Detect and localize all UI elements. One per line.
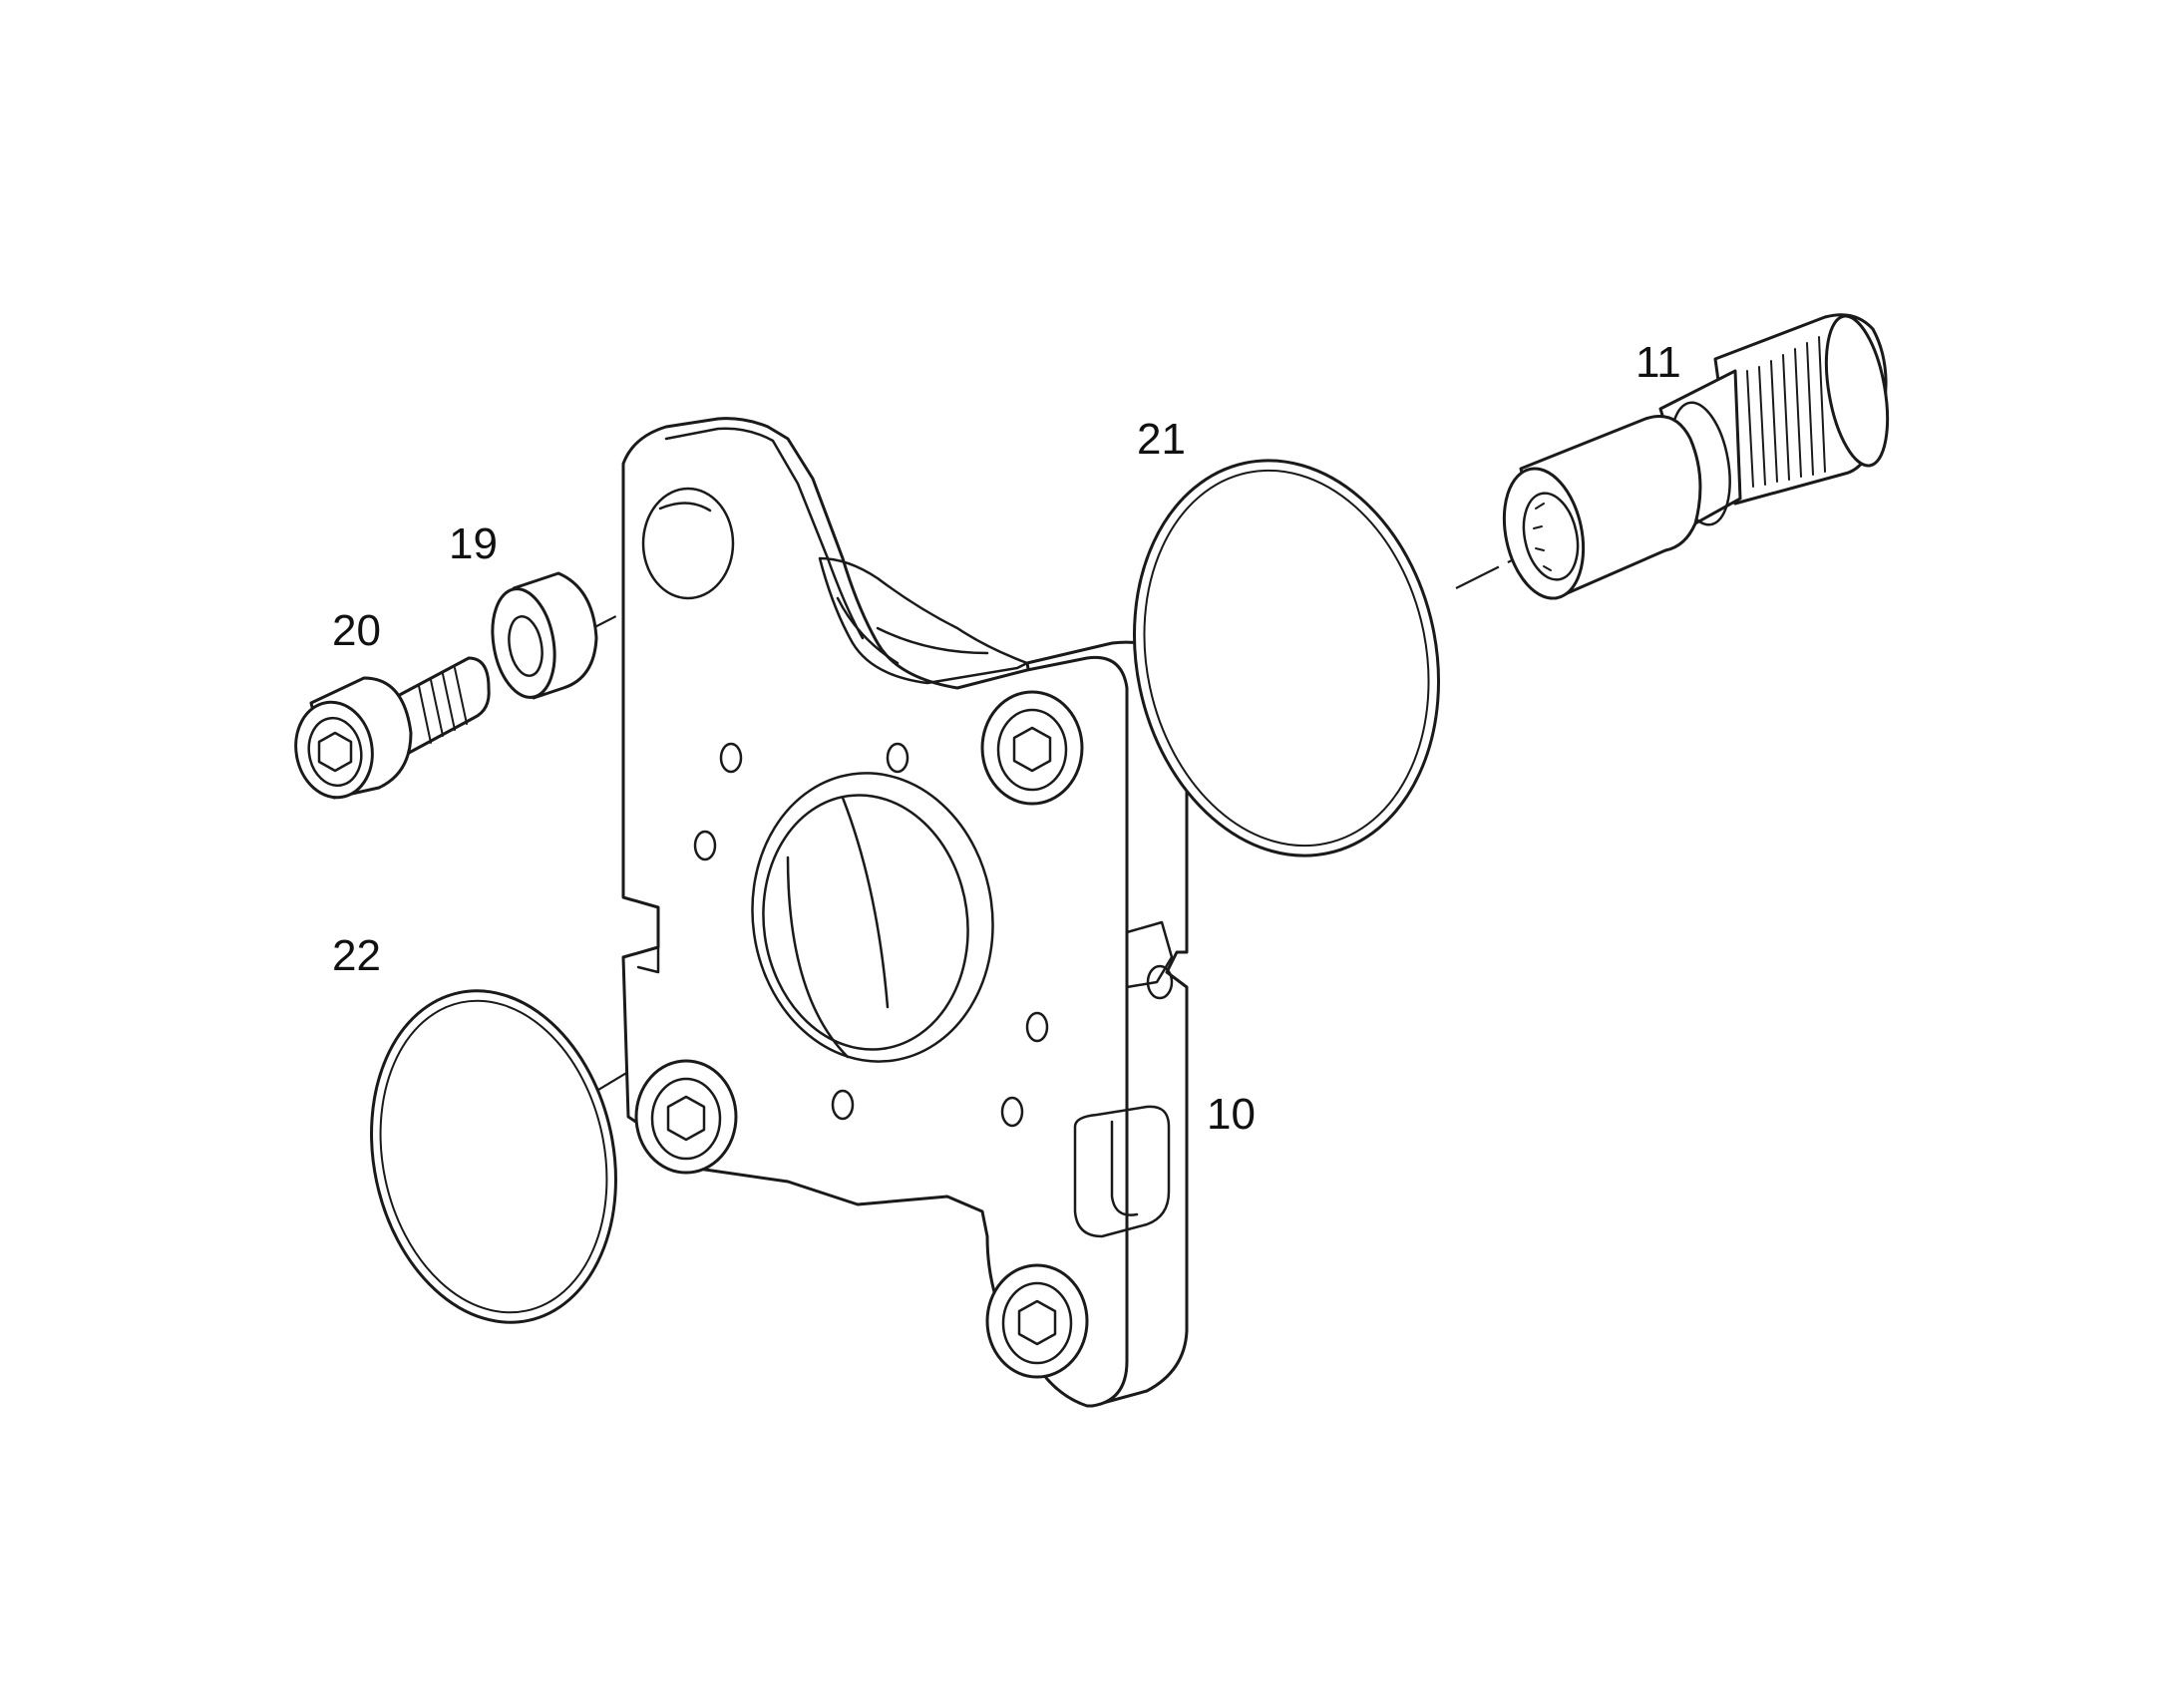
cap-screw-thread-lines xyxy=(418,667,468,744)
callout-10: 10 xyxy=(1207,1090,1256,1139)
cap-screw-thread xyxy=(392,656,491,755)
hex-socket-icon xyxy=(317,731,353,773)
plate-screw-head-left xyxy=(634,1059,738,1175)
mounting-plate xyxy=(621,417,1189,1408)
plate-lower-slot xyxy=(1073,1105,1171,1238)
plate-side-notch-end xyxy=(1146,964,1174,1000)
washer xyxy=(491,571,598,700)
callout-20: 20 xyxy=(332,606,381,655)
plate-bolt-holes xyxy=(693,742,1049,1128)
plate-pocket-fillet xyxy=(836,596,900,665)
callout-19: 19 xyxy=(449,519,498,568)
plate-lug-hole-inner-edge xyxy=(658,502,712,512)
callout-22: 22 xyxy=(332,931,381,980)
plate-pocket-fillet-2 xyxy=(876,626,989,655)
plate-lower-slot-inner xyxy=(1110,1120,1139,1216)
plate-lug-hole xyxy=(641,487,735,600)
plate-left-notch xyxy=(621,945,660,974)
o-ring-small xyxy=(370,989,617,1324)
cap-screw xyxy=(294,656,491,800)
plate-upper-pocket xyxy=(818,556,1029,685)
callout-labels: 11 21 19 20 22 10 xyxy=(332,338,1681,1139)
o-ring-large xyxy=(1132,459,1441,857)
shaft-internal-spline-teeth xyxy=(1533,503,1552,571)
callout-21: 21 xyxy=(1137,415,1186,464)
shaft-bore-end xyxy=(1502,467,1586,600)
plate-arm-edge xyxy=(664,427,865,640)
plate-screw-head-top xyxy=(980,690,1084,806)
plate-screw-head-bottom xyxy=(985,1263,1089,1379)
splined-shaft xyxy=(1502,313,1890,600)
shaft-spline-end-face xyxy=(1824,314,1890,468)
callout-11: 11 xyxy=(1635,338,1681,387)
plate-main-bore xyxy=(751,772,994,1063)
shaft-internal-spline xyxy=(1522,492,1580,581)
